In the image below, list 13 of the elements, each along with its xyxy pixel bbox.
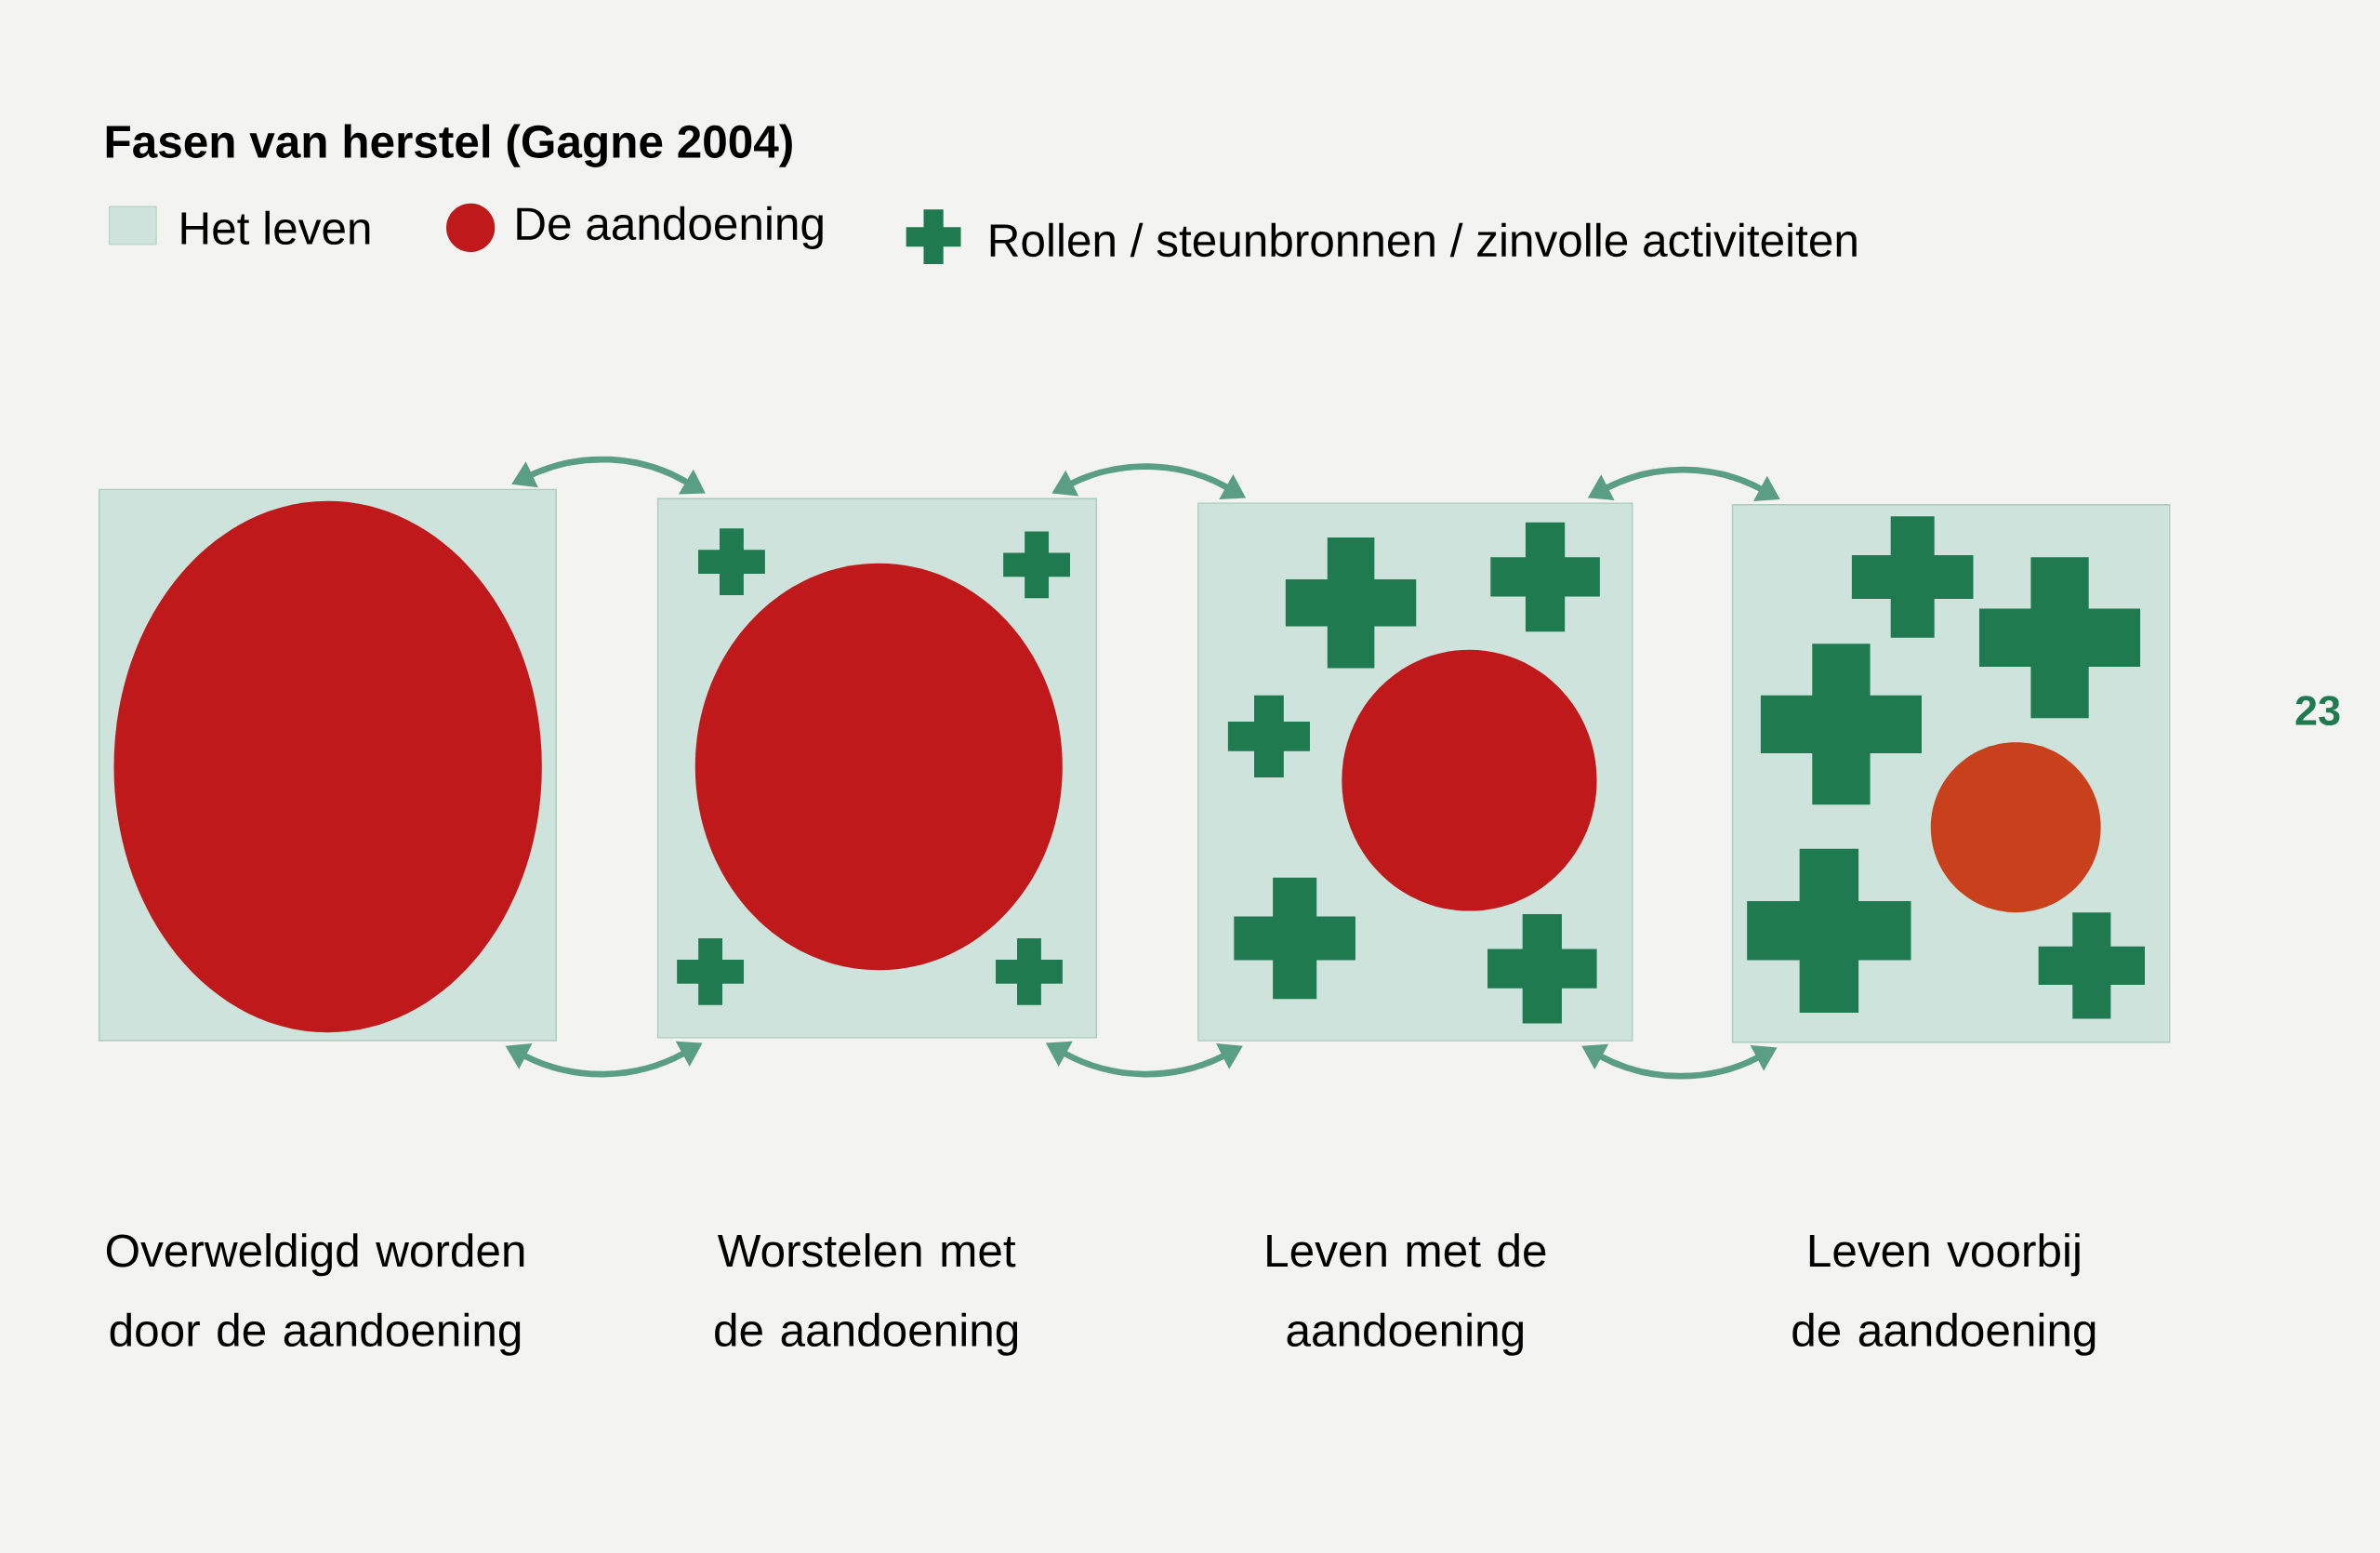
panel-drawing [99, 488, 557, 1042]
title: Fasen van herstel (Gagne 2004) [106, 124, 792, 167]
caption: Worstelen met de aandoening [715, 1233, 1018, 1356]
caption: Overweldigd worden door de aandoening [106, 1233, 524, 1356]
panel-drawing [1731, 503, 2171, 1043]
legend-label: Het leven [181, 210, 370, 245]
panel-drawing [1197, 502, 1633, 1042]
caption: Leven met de aandoening [1267, 1233, 1546, 1356]
page-number: 23 [2295, 696, 2340, 725]
legend-label: Rollen / steunbronnen / zinvolle activiteiten [990, 222, 1857, 258]
caption: Leven voorbij de aandoening [1792, 1233, 2096, 1356]
panel-drawing [656, 498, 1098, 1039]
legend-label: De aandoening [517, 206, 823, 249]
